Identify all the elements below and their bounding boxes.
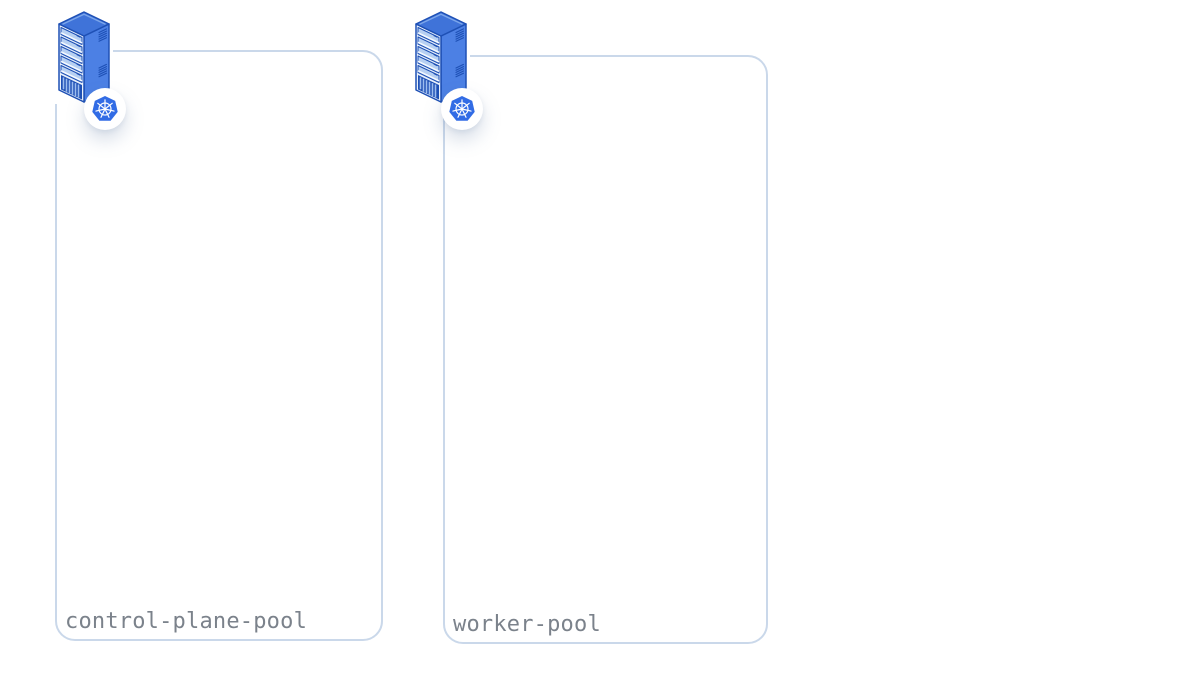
node-pool-control-plane: control-plane-pool	[55, 50, 383, 641]
kubernetes-icon	[449, 96, 475, 121]
pool-label: control-plane-pool	[65, 609, 308, 634]
server-node-worker	[412, 11, 483, 130]
server-node-control-plane	[55, 11, 126, 130]
server-icon	[58, 11, 110, 103]
kubernetes-icon	[92, 96, 118, 121]
server-icon	[415, 11, 467, 103]
pool-label: worker-pool	[453, 612, 601, 637]
kubernetes-badge	[441, 88, 483, 130]
node-pool-worker: worker-pool	[443, 55, 768, 644]
kubernetes-badge	[84, 88, 126, 130]
